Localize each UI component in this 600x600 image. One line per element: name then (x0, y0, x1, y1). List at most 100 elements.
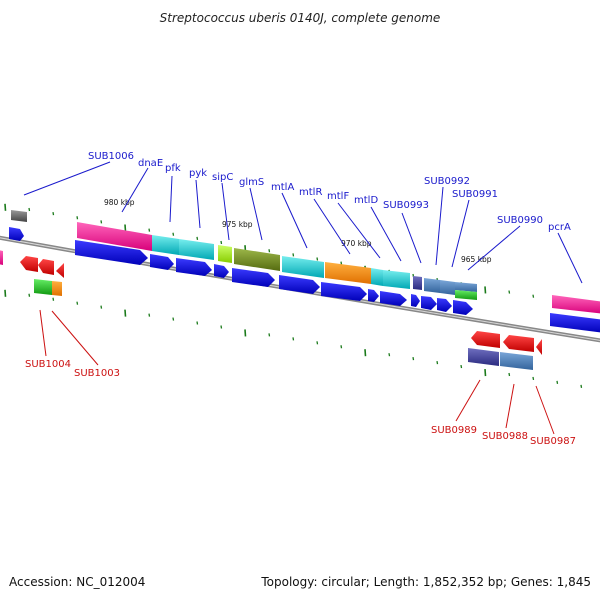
forward-cds-arrow[interactable] (214, 264, 229, 278)
reverse-cds-arrow[interactable] (20, 256, 38, 272)
forward-cds-arrow[interactable] (437, 298, 452, 312)
ruler-tick (76, 301, 79, 305)
gene-label-dnae[interactable]: dnaE (138, 158, 163, 169)
gene-label-sub0991[interactable]: SUB0991 (452, 189, 498, 200)
ruler-tick (268, 249, 271, 253)
reverse-cds-arrow[interactable] (503, 335, 534, 352)
gene-label-mtla[interactable]: mtlA (271, 182, 294, 193)
gene-label-glms[interactable]: glmS (239, 177, 264, 188)
forward-cds-arrow[interactable] (380, 291, 407, 306)
cog-block[interactable] (11, 210, 27, 222)
ruler-tick (292, 253, 295, 257)
gene-label-mtlr[interactable]: mtlR (299, 187, 322, 198)
cog-block[interactable] (282, 256, 324, 278)
cog-block[interactable] (468, 348, 499, 366)
reverse-cds-arrow[interactable] (56, 263, 64, 278)
cog-block[interactable] (179, 239, 214, 260)
gene-label-pfk[interactable]: pfk (165, 163, 181, 174)
forward-cds-arrow[interactable] (453, 300, 473, 315)
forward-cds-arrow[interactable] (150, 254, 174, 270)
reverse-cds-arrow[interactable] (471, 331, 500, 348)
cog-block[interactable] (424, 278, 440, 293)
forward-cds-arrow[interactable] (550, 313, 600, 333)
ruler-tick (484, 286, 487, 294)
cog-block[interactable] (455, 290, 477, 300)
gene-label-sub0993[interactable]: SUB0993 (383, 200, 429, 211)
ruler-tick (436, 360, 439, 365)
cog-block[interactable] (440, 280, 455, 295)
ruler-tick (316, 341, 319, 345)
gene-label-sipc[interactable]: sipC (212, 172, 233, 183)
cog-block[interactable] (413, 276, 422, 290)
cog-block[interactable] (455, 282, 477, 292)
cog-block[interactable] (552, 295, 600, 314)
forward-cds-arrow[interactable] (321, 282, 367, 301)
ruler-tick (556, 380, 559, 385)
gene-label-sub0987[interactable]: SUB0987 (530, 436, 576, 447)
cog-block[interactable] (371, 268, 383, 286)
cog-block[interactable] (500, 352, 533, 370)
cog-block[interactable] (34, 279, 52, 295)
gene-label-sub1003[interactable]: SUB1003 (74, 368, 120, 379)
ruler-tick (172, 232, 175, 236)
reverse-cog-track (0, 250, 533, 370)
reverse-cds-arrow[interactable] (536, 339, 542, 355)
ruler-tick (268, 333, 271, 337)
reverse-gene-labels: SUB1004 SUB1003 SUB0989 SUB0988 SUB0987 (25, 359, 576, 447)
reverse-cds-arrow[interactable] (38, 259, 54, 275)
ruler-tick (148, 313, 151, 317)
forward-cds-arrow[interactable] (279, 275, 320, 294)
cog-block[interactable] (383, 270, 410, 289)
gene-label-sub1006[interactable]: SUB1006 (88, 151, 134, 162)
reverse-cds-track (20, 256, 542, 355)
reverse-label-leaders (39, 309, 555, 435)
forward-cds-arrow[interactable] (421, 296, 437, 310)
forward-label-leaders (23, 161, 583, 284)
cog-block[interactable] (152, 235, 179, 255)
ruler-tick (532, 294, 535, 298)
ruler-tick (4, 289, 7, 297)
genome-summary-text: Topology: circular; Length: 1,852,352 bp… (261, 575, 591, 589)
ruler-tick (220, 240, 223, 245)
cog-block[interactable] (325, 262, 371, 284)
ruler-tick (28, 293, 31, 297)
forward-cds-arrow[interactable] (232, 268, 275, 287)
cog-block[interactable] (52, 281, 62, 296)
cog-block[interactable] (234, 248, 280, 271)
forward-cds-arrow[interactable] (411, 294, 420, 307)
ruler-tick (196, 321, 199, 325)
gene-label-pcra[interactable]: pcrA (548, 222, 571, 233)
ruler-label-980: 980 kbp (104, 198, 135, 207)
ruler-tick (28, 207, 31, 212)
ruler-tick (148, 228, 151, 232)
forward-cog-track (11, 210, 600, 314)
forward-cds-arrow[interactable] (75, 240, 148, 265)
ruler-tick (172, 317, 175, 321)
forward-cds-arrow[interactable] (368, 289, 379, 302)
ruler-tick (52, 212, 55, 216)
gene-label-mtlf[interactable]: mtlF (327, 191, 349, 202)
forward-cds-track (9, 227, 600, 333)
gene-label-mtld[interactable]: mtlD (354, 195, 378, 206)
ruler-label-975: 975 kbp (222, 220, 253, 229)
ruler-tick (292, 337, 295, 341)
gene-label-sub1004[interactable]: SUB1004 (25, 359, 71, 370)
cog-block[interactable] (0, 250, 3, 265)
forward-cds-arrow[interactable] (9, 227, 24, 241)
ruler-tick (100, 220, 103, 224)
ruler-tick (316, 257, 319, 261)
gene-label-pyk[interactable]: pyk (189, 168, 207, 179)
ruler-tick (484, 368, 487, 377)
gene-label-sub0990[interactable]: SUB0990 (497, 215, 543, 226)
ruler-label-965: 965 kbp (461, 255, 492, 264)
forward-cds-arrow[interactable] (176, 258, 212, 276)
ruler-tick (364, 349, 367, 357)
gene-label-sub0988[interactable]: SUB0988 (482, 431, 528, 442)
ruler-tick (76, 216, 79, 220)
cog-block[interactable] (77, 222, 152, 251)
gene-label-sub0992[interactable]: SUB0992 (424, 176, 470, 187)
ruler-tick (388, 353, 391, 357)
cog-block[interactable] (218, 245, 232, 263)
gene-label-sub0989[interactable]: SUB0989 (431, 425, 477, 436)
